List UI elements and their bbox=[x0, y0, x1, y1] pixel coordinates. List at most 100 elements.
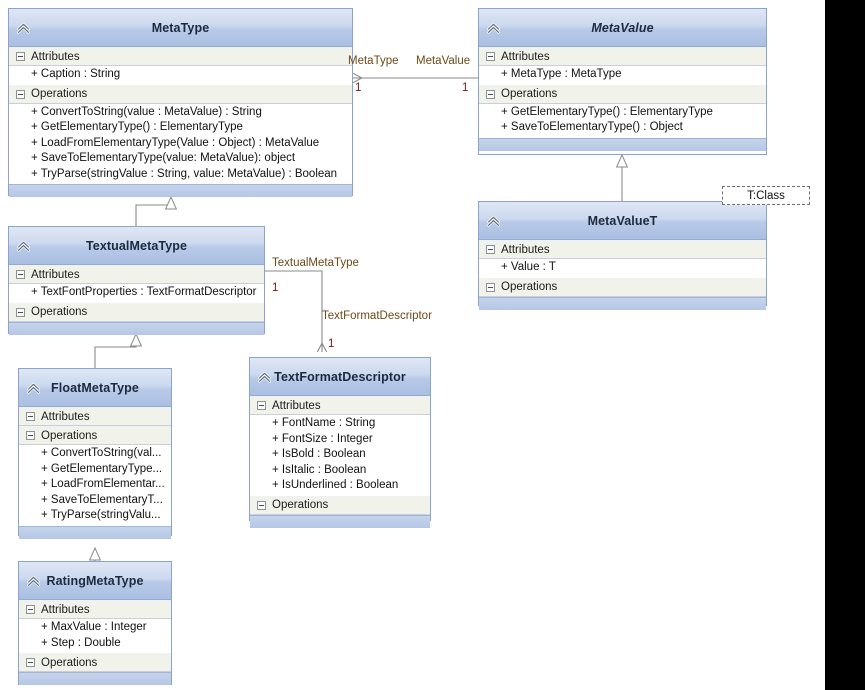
operation-item: + LoadFromElementar... bbox=[41, 478, 165, 490]
right-black-panel bbox=[825, 0, 865, 690]
attributes-section-header[interactable]: Attributes bbox=[479, 240, 766, 259]
operations-section-header[interactable]: Operations bbox=[19, 426, 171, 445]
section-label: Operations bbox=[41, 429, 98, 442]
attributes-list: + TextFontProperties : TextFormatDescrip… bbox=[9, 284, 264, 303]
attributes-section-header[interactable]: Attributes bbox=[250, 396, 430, 415]
collapse-chevron-icon[interactable] bbox=[256, 368, 273, 385]
collapse-minus-icon[interactable] bbox=[26, 605, 35, 614]
attributes-list: + FontName : String + FontSize : Integer… bbox=[250, 415, 430, 496]
collapse-chevron-icon[interactable] bbox=[485, 212, 502, 229]
class-metavaluet[interactable]: MetaValueT Attributes + Value : T Operat… bbox=[478, 201, 767, 310]
collapse-chevron-icon[interactable] bbox=[25, 379, 42, 396]
gen-textualmetatype-metatype bbox=[135, 197, 171, 226]
collapse-minus-icon[interactable] bbox=[486, 89, 495, 99]
collapse-minus-icon[interactable] bbox=[486, 245, 495, 254]
class-name: RatingMetaType bbox=[46, 573, 144, 588]
operations-section-header[interactable]: Operations bbox=[479, 277, 766, 297]
section-label: Operations bbox=[272, 499, 329, 511]
attributes-section-header[interactable]: Attributes bbox=[19, 407, 171, 426]
collapse-minus-icon[interactable] bbox=[16, 52, 25, 61]
class-ratingmetatype[interactable]: RatingMetaType Attributes + MaxValue : I… bbox=[18, 561, 172, 685]
class-footer bbox=[479, 296, 766, 310]
class-textformatdescriptor[interactable]: TextFormatDescriptor Attributes + FontNa… bbox=[249, 357, 431, 528]
operation-item: + GetElementaryType() : ElementaryType bbox=[501, 105, 713, 118]
class-header: FloatMetaType bbox=[19, 369, 171, 407]
operations-section-header[interactable]: Operations bbox=[250, 495, 430, 515]
attributes-list: + MaxValue : Integer + Step : Double bbox=[19, 619, 171, 653]
attribute-item: + IsItalic : Boolean bbox=[272, 463, 367, 476]
class-footer bbox=[250, 514, 430, 528]
assoc-source-multiplicity: 1 bbox=[272, 282, 279, 294]
attribute-item: + FontName : String bbox=[272, 417, 376, 429]
attributes-section-header[interactable]: Attributes bbox=[9, 47, 352, 66]
operation-item: + LoadFromElementaryType(Value : Object)… bbox=[31, 136, 320, 149]
collapse-minus-icon[interactable] bbox=[16, 270, 25, 279]
section-label: Attributes bbox=[272, 399, 321, 412]
class-footer bbox=[9, 184, 352, 197]
section-label: Attributes bbox=[501, 243, 550, 256]
section-label: Operations bbox=[31, 306, 88, 318]
collapse-minus-icon[interactable] bbox=[16, 89, 25, 99]
operations-section-header[interactable]: Operations bbox=[9, 302, 264, 322]
operation-item: + GetElementaryType... bbox=[41, 462, 163, 475]
collapse-chevron-icon[interactable] bbox=[25, 572, 42, 589]
class-floatmetatype[interactable]: FloatMetaType Attributes Operations + Co… bbox=[18, 368, 172, 539]
attribute-item: + IsBold : Boolean bbox=[272, 448, 366, 460]
attribute-item: + Caption : String bbox=[31, 68, 121, 80]
class-footer bbox=[9, 321, 264, 335]
class-header: TextualMetaType bbox=[9, 227, 264, 265]
attribute-item: + Step : Double bbox=[41, 636, 121, 649]
attribute-item: + TextFontProperties : TextFormatDescrip… bbox=[31, 286, 257, 298]
attribute-item: + MetaType : MetaType bbox=[501, 68, 622, 80]
attribute-item: + FontSize : Integer bbox=[272, 432, 373, 445]
class-metatype[interactable]: MetaType Attributes + Caption : String O… bbox=[8, 8, 353, 197]
assoc-target-role-label: MetaType bbox=[348, 55, 399, 67]
collapse-minus-icon[interactable] bbox=[16, 307, 25, 317]
attributes-section-header[interactable]: Attributes bbox=[9, 265, 264, 284]
attributes-section-header[interactable]: Attributes bbox=[479, 47, 766, 66]
collapse-minus-icon[interactable] bbox=[26, 658, 35, 667]
collapse-chevron-icon[interactable] bbox=[15, 19, 32, 36]
operations-list: + ConvertToString(value : MetaValue) : S… bbox=[9, 103, 352, 184]
attributes-list: + Value : T bbox=[479, 259, 766, 278]
class-name: TextualMetaType bbox=[85, 238, 188, 253]
class-metavalue[interactable]: MetaValue Attributes + MetaType : MetaTy… bbox=[478, 8, 767, 155]
section-label: Attributes bbox=[41, 603, 90, 616]
assoc-target-role-label: TextFormatDescriptor bbox=[322, 310, 432, 322]
operation-item: + SaveToElementaryT... bbox=[41, 493, 163, 506]
collapse-minus-icon[interactable] bbox=[486, 52, 495, 61]
section-label: Operations bbox=[41, 656, 98, 669]
section-label: Attributes bbox=[31, 50, 80, 63]
assoc-target-multiplicity: 1 bbox=[328, 338, 335, 350]
class-header: MetaValue bbox=[479, 9, 766, 47]
class-footer bbox=[19, 672, 171, 685]
template-parameter-label: T:Class bbox=[747, 189, 785, 202]
class-name: MetaValue bbox=[591, 20, 654, 35]
collapse-minus-icon[interactable] bbox=[257, 401, 266, 410]
collapse-chevron-icon[interactable] bbox=[485, 19, 502, 36]
collapse-chevron-icon[interactable] bbox=[15, 237, 32, 254]
class-header: MetaType bbox=[9, 9, 352, 47]
attributes-section-header[interactable]: Attributes bbox=[19, 600, 171, 619]
class-name: MetaValueT bbox=[587, 213, 658, 228]
operations-list: + GetElementaryType() : ElementaryType +… bbox=[479, 103, 766, 138]
collapse-minus-icon[interactable] bbox=[486, 282, 495, 292]
operations-section-header[interactable]: Operations bbox=[479, 84, 766, 104]
collapse-minus-icon[interactable] bbox=[257, 500, 266, 510]
class-name: MetaType bbox=[151, 20, 210, 35]
class-textualmetatype[interactable]: TextualMetaType Attributes + TextFontPro… bbox=[8, 226, 265, 335]
assoc-source-role-label: MetaValue bbox=[416, 55, 471, 67]
operation-item: + SaveToElementaryType(value: MetaValue)… bbox=[31, 152, 296, 164]
class-header: TextFormatDescriptor bbox=[250, 358, 430, 396]
operations-section-header[interactable]: Operations bbox=[19, 653, 171, 672]
attributes-list: + MetaType : MetaType bbox=[479, 66, 766, 85]
template-parameter-box[interactable]: T:Class bbox=[722, 186, 810, 205]
section-label: Attributes bbox=[31, 268, 80, 281]
assoc-source-multiplicity: 1 bbox=[462, 82, 469, 94]
operations-section-header[interactable]: Operations bbox=[9, 84, 352, 104]
collapse-minus-icon[interactable] bbox=[26, 412, 35, 421]
class-footer bbox=[479, 137, 766, 151]
collapse-minus-icon[interactable] bbox=[26, 431, 35, 440]
operation-item: + ConvertToString(value : MetaValue) : S… bbox=[31, 105, 262, 118]
